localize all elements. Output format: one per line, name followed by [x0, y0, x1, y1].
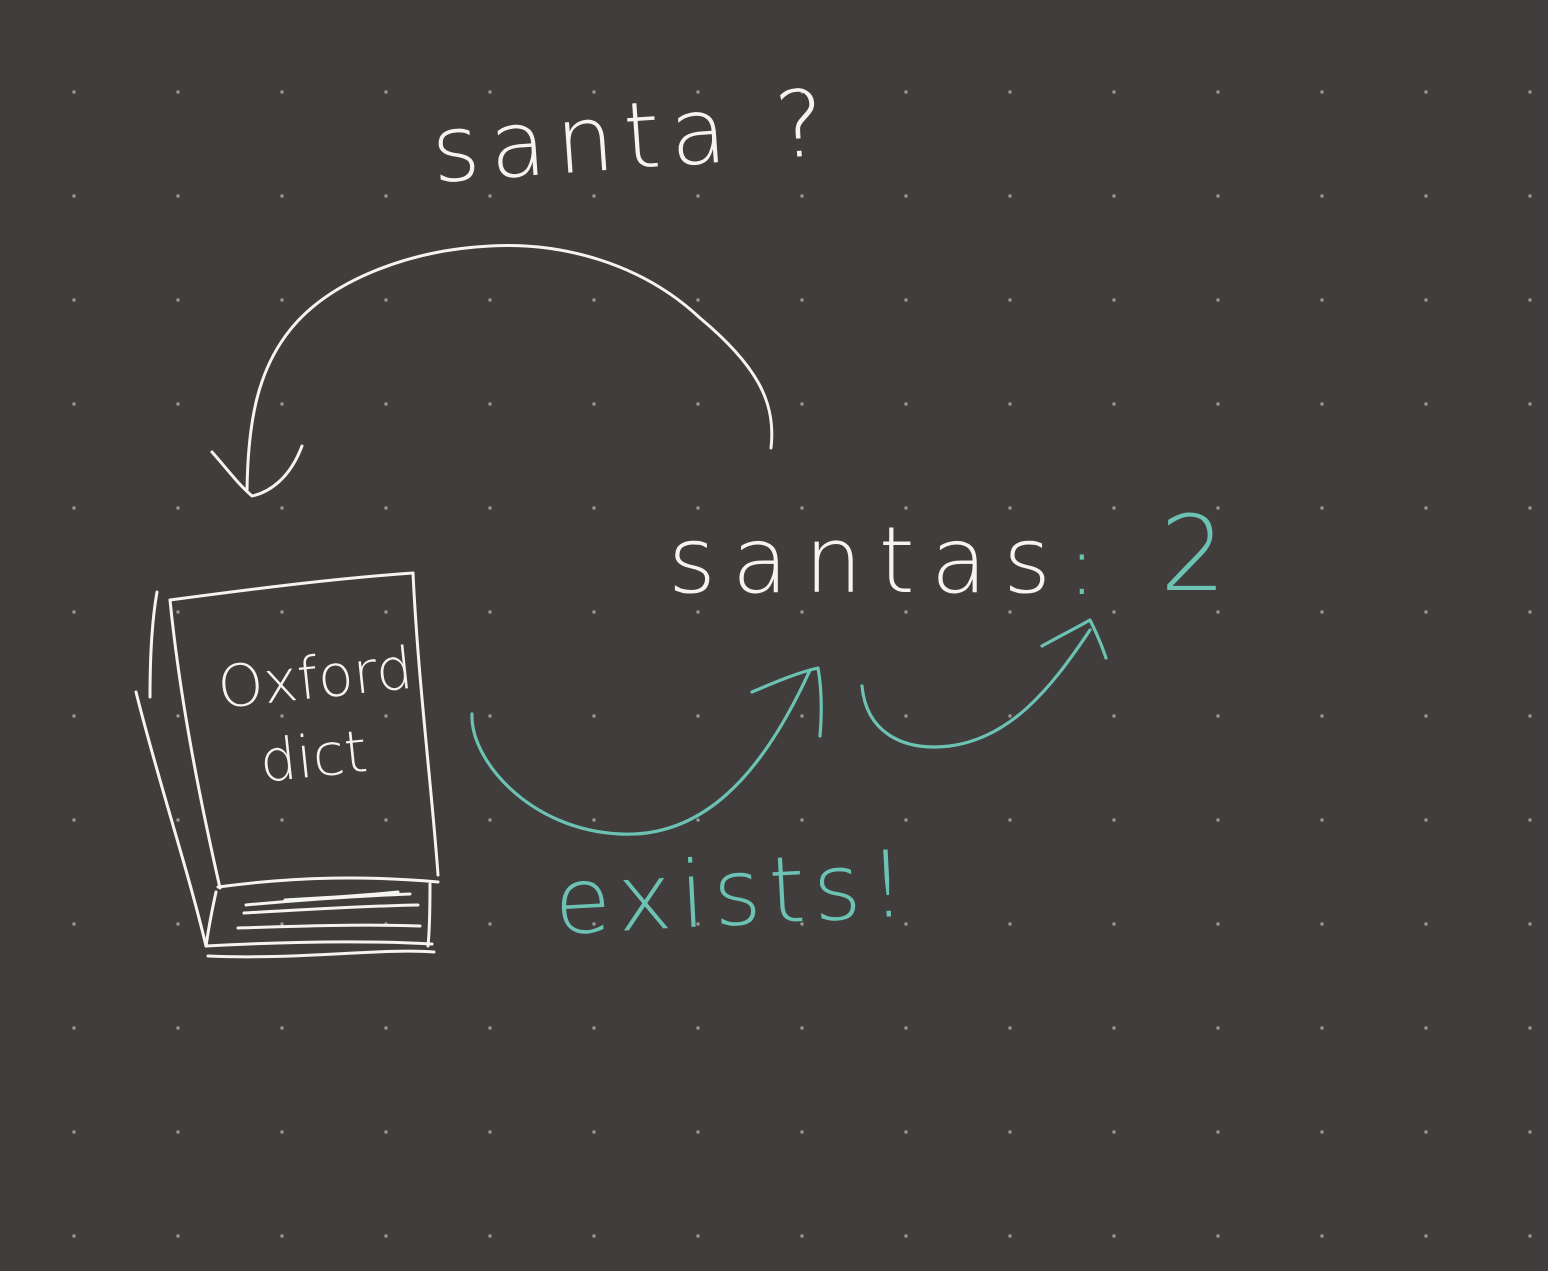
candidate-label: santas: [668, 507, 1067, 614]
dictionary-book-icon: [134, 571, 440, 959]
book-title-line2: dict: [256, 717, 370, 796]
count-value: 2: [1160, 493, 1226, 615]
white-ink-strokes: [134, 244, 774, 959]
count-arrow: [860, 628, 1092, 749]
exists-label: exists!: [552, 830, 917, 956]
lookup-arc-arrowhead: [210, 444, 304, 498]
exists-arrowhead: [750, 666, 823, 738]
lookup-arc-arrow: [245, 244, 774, 492]
separator-colon: :: [1068, 519, 1096, 614]
teal-ink-strokes: [470, 618, 1108, 836]
exists-arrow: [470, 668, 812, 836]
count-arrowhead: [1040, 618, 1108, 660]
